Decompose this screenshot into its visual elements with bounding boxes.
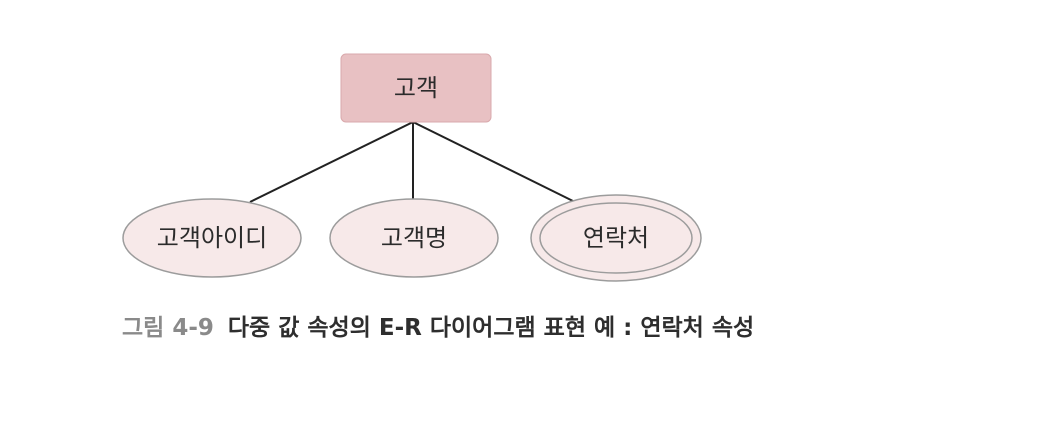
figure-caption-text: 다중 값 속성의 E-R 다이어그램 표현 예 : 연락처 속성 — [227, 315, 755, 341]
attribute-ellipse — [329, 198, 499, 278]
attribute-customer-id: 고객아이디 — [122, 198, 302, 278]
attribute-customer-name: 고객명 — [329, 198, 499, 278]
connector-line-customer-id — [249, 121, 414, 203]
attribute-label: 연락처 — [583, 224, 649, 252]
entity-label: 고객 — [394, 74, 438, 102]
attribute-contact-multivalued: 연락처 — [530, 194, 702, 282]
figure-number: 그림 4-9 — [122, 315, 214, 341]
entity-box — [340, 53, 492, 123]
entity-customer: 고객 — [340, 53, 492, 123]
attribute-ellipse-inner — [539, 202, 693, 274]
attribute-ellipse — [122, 198, 302, 278]
figure-caption: 그림 4-9 다중 값 속성의 E-R 다이어그램 표현 예 : 연락처 속성 — [122, 310, 754, 346]
connector-line-contact — [412, 121, 576, 203]
attribute-label: 고객아이디 — [157, 224, 267, 252]
attribute-label: 고객명 — [381, 224, 447, 252]
